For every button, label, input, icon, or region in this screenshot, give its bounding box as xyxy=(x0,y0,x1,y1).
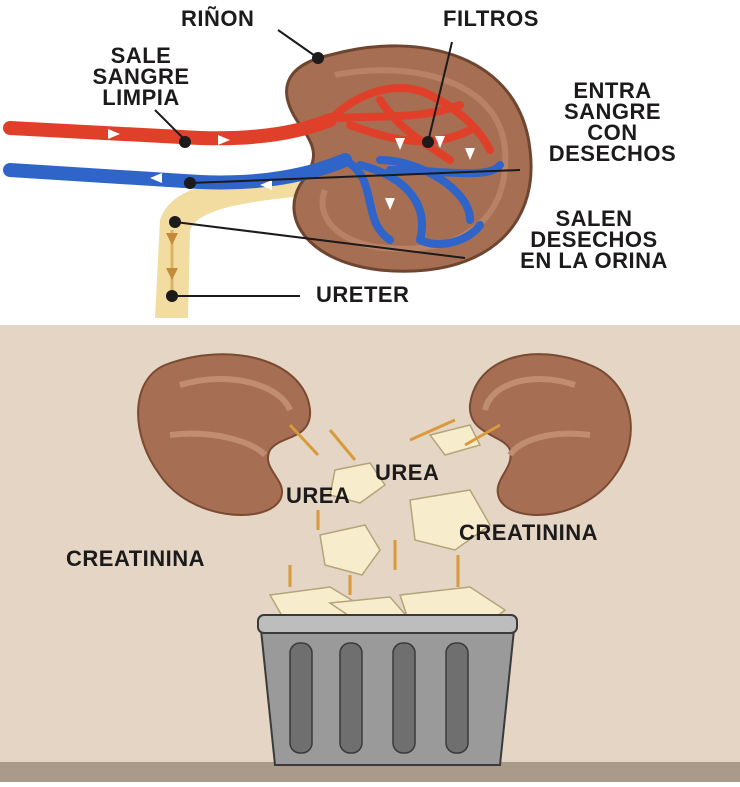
dirty-blood-in-line-2: SANGRE xyxy=(505,101,720,122)
trash-bin xyxy=(258,615,517,765)
waste-disposal-diagram: UREA UREA CREATININA CREATININA xyxy=(0,325,740,782)
ureter-label: URETER xyxy=(316,284,409,305)
waste-out-line-1: SALEN xyxy=(463,208,725,229)
filters-label: FILTROS xyxy=(443,8,539,29)
kidney-filtration-diagram: RIÑON FILTROS SALE SANGRE LIMPIA ENTRA S… xyxy=(0,0,740,318)
clean-blood-out-line-1: SALE xyxy=(56,45,226,66)
dirty-blood-in-line-3: CON xyxy=(505,122,720,143)
creatinine-right-label: CREATININA xyxy=(459,522,598,543)
dirty-blood-in-line-4: DESECHOS xyxy=(505,143,720,164)
clean-blood-out-label: SALE SANGRE LIMPIA xyxy=(56,45,226,108)
urea-right-label: UREA xyxy=(375,462,439,483)
clean-blood-out-line-3: LIMPIA xyxy=(56,87,226,108)
waste-out-label: SALEN DESECHOS EN LA ORINA xyxy=(463,208,725,271)
waste-out-line-2: DESECHOS xyxy=(463,229,725,250)
dirty-blood-in-line-1: ENTRA xyxy=(505,80,720,101)
creatinine-left-label: CREATININA xyxy=(66,548,205,569)
kidney-label: RIÑON xyxy=(181,8,254,29)
clean-blood-out-line-2: SANGRE xyxy=(56,66,226,87)
urea-left-label: UREA xyxy=(286,485,350,506)
dirty-blood-in-label: ENTRA SANGRE CON DESECHOS xyxy=(505,80,720,164)
waste-out-line-3: EN LA ORINA xyxy=(463,250,725,271)
